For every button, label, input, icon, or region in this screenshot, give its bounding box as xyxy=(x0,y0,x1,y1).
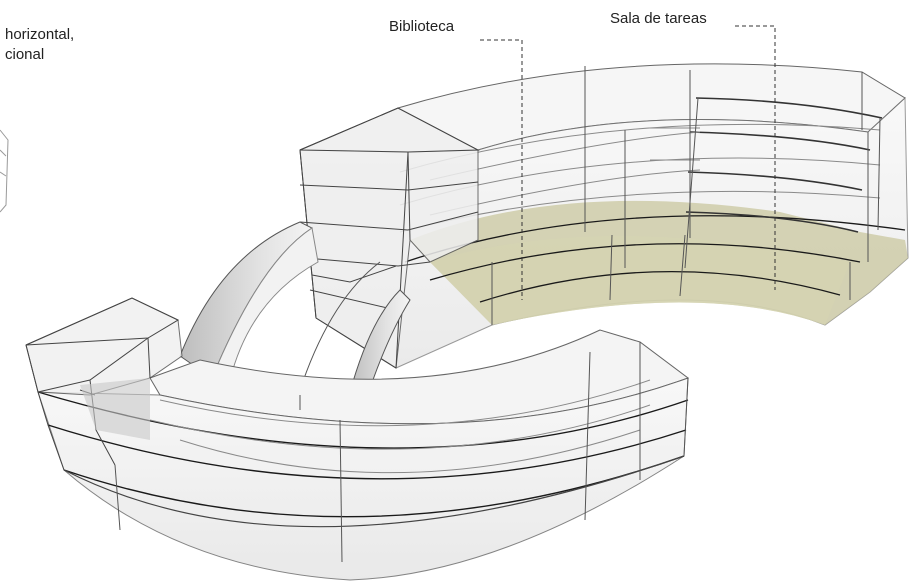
lower-block xyxy=(25,297,690,581)
study-room-label: Sala de tareas xyxy=(610,10,707,27)
library-leader xyxy=(480,39,523,300)
left-edge-fragment xyxy=(0,129,9,213)
library-label: Biblioteca xyxy=(389,18,455,35)
left-label-line1: horizontal, xyxy=(5,26,75,43)
left-label-line2: cional xyxy=(5,46,45,63)
leader-lines xyxy=(480,25,776,300)
connecting-ramp xyxy=(179,221,411,414)
upper-block xyxy=(299,63,909,369)
